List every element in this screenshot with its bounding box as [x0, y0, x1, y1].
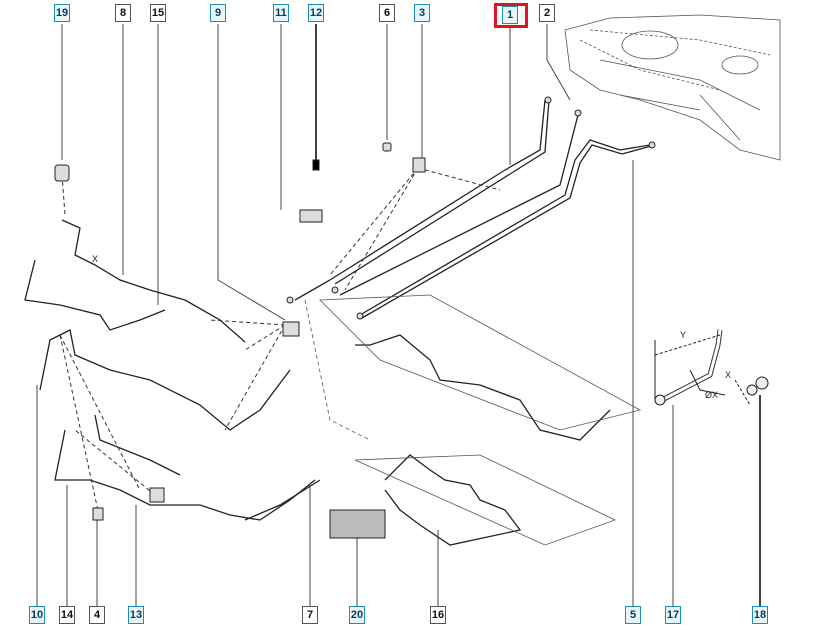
fittings [54, 96, 656, 539]
part-label-8[interactable]: 8 [115, 4, 131, 22]
clip-9 [282, 321, 300, 337]
part-label-1[interactable]: 1 [502, 6, 518, 24]
part-label-20[interactable]: 20 [349, 606, 365, 624]
part-label-14[interactable]: 14 [59, 606, 75, 624]
part-label-7[interactable]: 7 [302, 606, 318, 624]
clip-11 [299, 209, 323, 223]
part-label-13[interactable]: 13 [128, 606, 144, 624]
part-label-18[interactable]: 18 [752, 606, 768, 624]
dashed-pointers [59, 167, 501, 521]
vehicle-underbody-sketch [564, 14, 781, 161]
part-label-15[interactable]: 15 [150, 4, 166, 22]
part-label-6[interactable]: 6 [379, 4, 395, 22]
part-label-10[interactable]: 10 [29, 606, 45, 624]
dimension-diameter-label: ØX [705, 390, 718, 400]
highlight-box-part-1 [494, 3, 528, 28]
clip-3 [412, 157, 426, 173]
dimension-x-label: X [725, 370, 731, 380]
part-label-19[interactable]: 19 [54, 4, 70, 22]
clip-20 [329, 509, 386, 539]
part-label-4[interactable]: 4 [89, 606, 105, 624]
floor-outline [304, 294, 642, 546]
part-label-12[interactable]: 12 [308, 4, 324, 22]
pipe-17-detail [654, 329, 769, 406]
dimension-y-label: Y [680, 330, 686, 340]
clip-13 [149, 487, 165, 503]
part-label-11[interactable]: 11 [273, 4, 289, 22]
clip-4 [92, 507, 104, 521]
part-label-9[interactable]: 9 [210, 4, 226, 22]
part-label-16[interactable]: 16 [430, 606, 446, 624]
clip-19 [54, 164, 70, 182]
brake-pipes [24, 99, 656, 546]
part-label-17[interactable]: 17 [665, 606, 681, 624]
dimension-x-label-left: X [92, 254, 98, 264]
part-label-5[interactable]: 5 [625, 606, 641, 624]
leader-lines [36, 24, 761, 606]
part-label-2[interactable]: 2 [539, 4, 555, 22]
part-label-3[interactable]: 3 [414, 4, 430, 22]
